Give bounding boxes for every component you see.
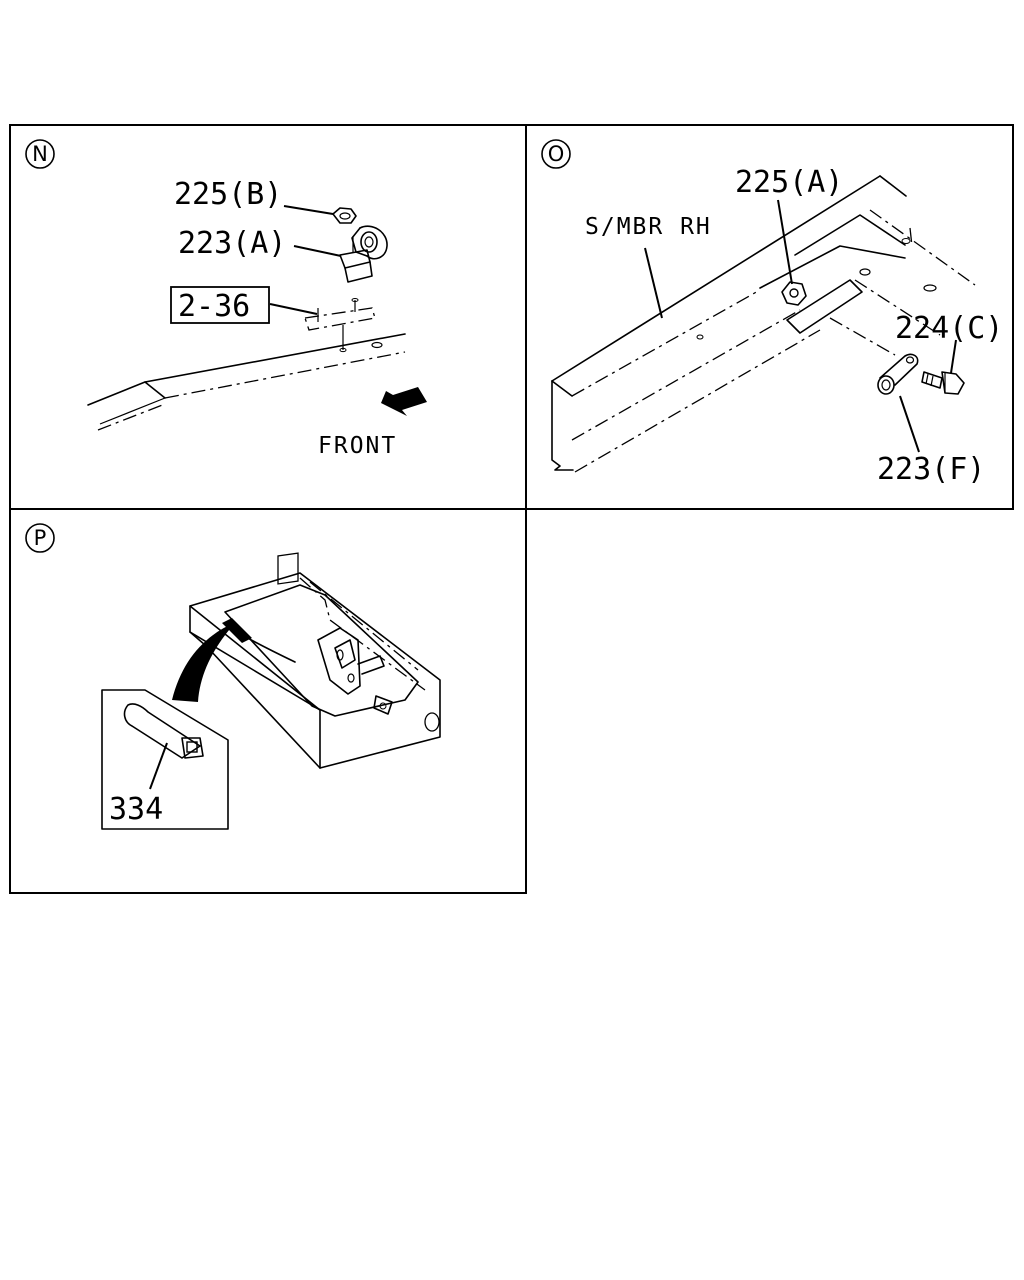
leader-223f xyxy=(899,395,920,453)
front-arrow-icon xyxy=(381,387,427,416)
panel-n-badge xyxy=(25,139,55,169)
panel-o-badge xyxy=(541,139,571,169)
label-2-36: 2-36 xyxy=(178,289,250,324)
label-225b: 225(B) xyxy=(174,177,282,212)
label-334: 334 xyxy=(109,792,163,827)
leader-2-36 xyxy=(269,303,318,315)
panel-frame-p xyxy=(9,508,527,894)
leader-225b xyxy=(283,205,334,215)
panel-o: O xyxy=(541,139,1003,487)
mounting-plate xyxy=(304,298,376,331)
panel-o-letter: O xyxy=(548,142,565,166)
label-223f: 223(F) xyxy=(877,452,985,487)
panel-p-badge xyxy=(25,523,55,553)
leader-smbr xyxy=(644,247,663,319)
leader-225a xyxy=(777,199,793,285)
label-225a: 225(A) xyxy=(735,165,843,200)
panel-p: P xyxy=(25,523,441,830)
label-223a: 223(A) xyxy=(178,226,286,261)
seal-strip-334 xyxy=(123,703,204,759)
side-member-rh xyxy=(551,175,976,473)
pointer-arrow-icon xyxy=(172,622,236,702)
leader-223a xyxy=(293,245,342,257)
detail-box xyxy=(101,689,229,830)
bracket-223a xyxy=(339,225,388,283)
cab-floor xyxy=(189,552,441,769)
panel-frame-top xyxy=(9,124,1014,510)
panel-n: N xyxy=(25,139,427,459)
leader-224c xyxy=(950,339,957,374)
leader-334 xyxy=(149,742,168,790)
panel-n-letter: N xyxy=(32,142,48,166)
label-224c: 224(C) xyxy=(895,311,1003,346)
clip-223f xyxy=(877,353,919,395)
bolt-224c xyxy=(921,371,965,395)
label-front: FRONT xyxy=(318,433,397,459)
nut-225b xyxy=(332,207,357,224)
ref-box xyxy=(170,286,270,324)
panel-p-letter: P xyxy=(34,526,47,550)
label-smbr-rh: S/MBR RH xyxy=(585,214,712,240)
frame-rail-n xyxy=(87,325,406,431)
nut-225a xyxy=(781,281,807,306)
